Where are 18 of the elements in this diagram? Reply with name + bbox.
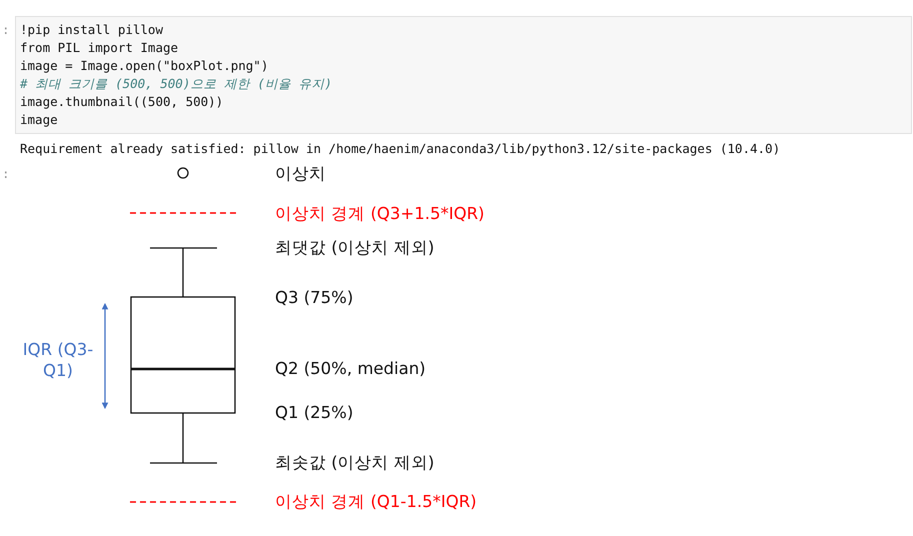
annotation-text: 최댓값 (이상치 제외) [275,237,434,259]
annotation-text: 이상치 경계 (Q3+1.5*IQR) [275,203,484,225]
prompt-marker: : [2,22,10,37]
code-comment: # 최대 크기를 (500, 500)으로 제한 (비율 유지) [20,76,332,93]
annotation-text: Q3 (75%) [275,288,354,307]
dimension-label: IQR (Q3-Q1) [22,339,94,381]
code-line: !pip install pillow [20,22,163,37]
code-line: image = Image.open("boxPlot.png") [20,58,268,73]
prompt-marker: : [2,166,10,181]
annotation-text: 이상치 [275,163,326,185]
code-line: image.thumbnail((500, 500)) [20,94,224,109]
annotation-text: 최솟값 (이상치 제외) [275,452,434,474]
output-text: Requirement already satisfied: pillow in /home/haenim/anaconda3/lib/python3.12/site-packages (10.4.0) [20,141,780,156]
code-line: image [20,112,58,127]
code-line: from PIL import Image [20,40,178,55]
annotation-text: Q1 (25%) [275,403,354,422]
annotation-text: 이상치 경계 (Q1-1.5*IQR) [275,491,477,513]
annotation-text: Q2 (50%, median) [275,359,426,378]
